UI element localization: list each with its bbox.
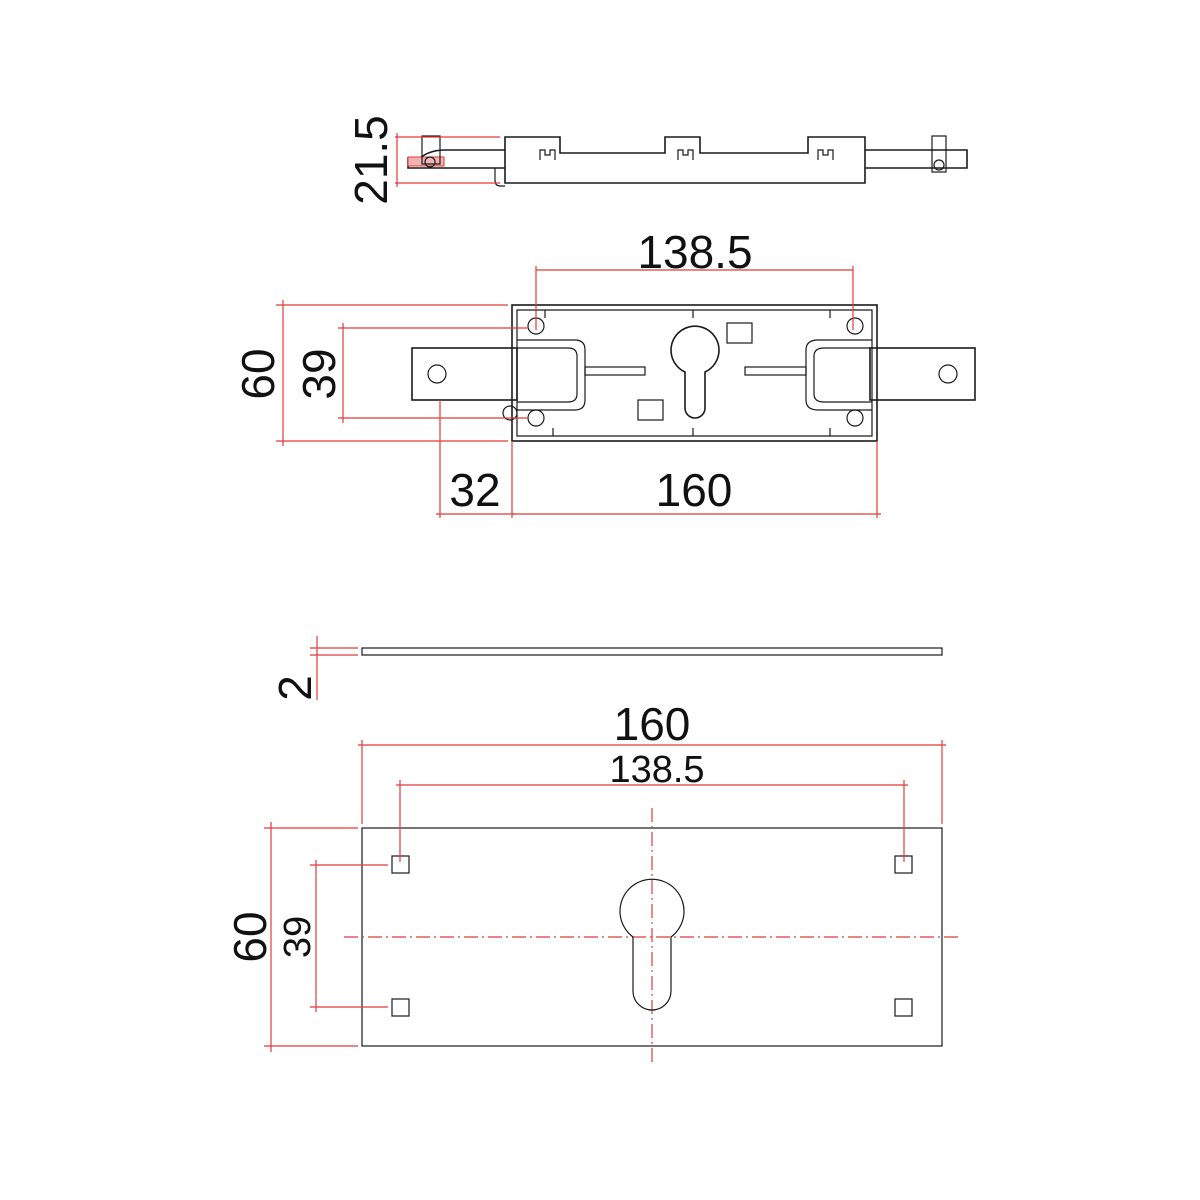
mounting-hole <box>846 409 864 427</box>
keyhole <box>670 325 720 419</box>
body-length-label: 160 <box>656 464 733 516</box>
top-overall-height-label: 60 <box>232 348 284 399</box>
plate-side-view: 2 <box>269 636 943 701</box>
plate-edge <box>361 647 943 656</box>
plate-length-label: 160 <box>614 698 691 750</box>
plate-hole-spacing-label: 138.5 <box>609 749 704 791</box>
plate-overall-height-label: 60 <box>224 911 276 962</box>
square-hole <box>894 998 913 1017</box>
lock-top-view: 138.5 60 39 32 160 <box>232 226 976 518</box>
right-bolt <box>869 347 976 401</box>
lock-body <box>511 304 878 442</box>
top-hole-spacing-label: 138.5 <box>637 226 752 278</box>
lock-side-view: 21.5 <box>345 115 968 205</box>
plate-hole-height-label: 39 <box>277 916 319 958</box>
cylinder-cutout <box>619 878 685 1011</box>
mounting-hole <box>527 409 545 427</box>
square-hole <box>391 998 410 1017</box>
bolt-extension-label: 32 <box>449 464 500 516</box>
plate-thickness-label: 2 <box>269 675 321 701</box>
side-view-height-label: 21.5 <box>345 115 397 205</box>
plate-front-view: 160 138.5 60 39 <box>224 698 962 1062</box>
top-bolt-height-label: 39 <box>293 348 345 399</box>
mounting-hole <box>846 317 864 335</box>
